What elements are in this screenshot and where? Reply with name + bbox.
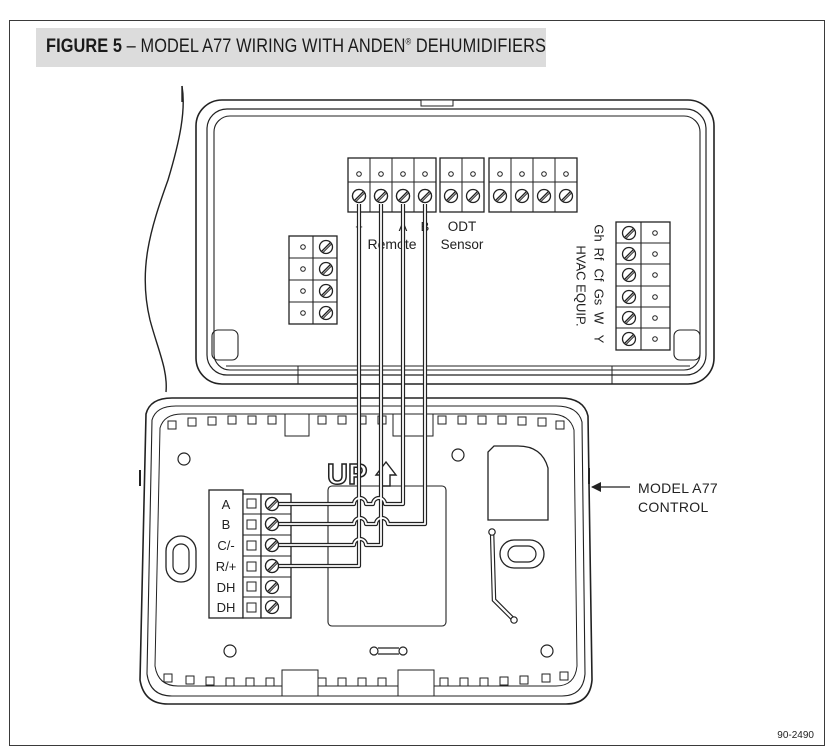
figure-frame [9, 20, 825, 746]
hvac-terminal-w: W [592, 312, 607, 325]
hvac-terminal-gs: Gs [592, 289, 607, 306]
control-callout [591, 482, 630, 492]
odt-label: ODT [448, 219, 477, 234]
control-terminal-c: C/- [217, 538, 234, 553]
up-arrow-icon [374, 460, 398, 487]
control-terminal-strip [208, 489, 292, 619]
up-label: UP [327, 459, 367, 491]
registered-mark: ® [405, 36, 412, 47]
control-terminal-b: B [222, 517, 231, 532]
control-terminal-a: A [222, 497, 231, 512]
figure-title-banner [36, 28, 546, 67]
callout-model-a77: MODEL A77 [638, 480, 718, 496]
figure-title: FIGURE 5 – MODEL A77 WIRING WITH ANDEN® … [46, 36, 546, 58]
hvac-terminal-cf: Cf [592, 269, 607, 282]
left-terminal-block [288, 235, 338, 325]
odt-terminal-block [439, 157, 485, 213]
wiring [272, 204, 428, 569]
control-terminal-dh2: DH [217, 600, 236, 615]
remote-terminal-block [347, 157, 437, 213]
figure-title-suffix: DEHUMIDIFIERS [411, 36, 546, 57]
hvac-equip-label: HVAC EQUIP. [574, 245, 589, 326]
figure-title-text: MODEL A77 WIRING WITH ANDEN [140, 36, 406, 57]
sensor-label: Sensor [441, 237, 484, 252]
document-number: 90-2490 [777, 730, 814, 741]
figure-label: FIGURE 5 [46, 36, 123, 57]
hvac-terminal-rf: Rf [592, 248, 607, 261]
control-terminal-r: R/+ [216, 559, 237, 574]
control-backplate [139, 397, 593, 705]
callout-control: CONTROL [638, 499, 709, 515]
remote-label: Remote [367, 236, 416, 252]
hvac-terminal-gh: Gh [592, 224, 607, 241]
title-separator: – [122, 36, 141, 57]
hvac-terminal-block [615, 221, 671, 351]
control-terminal-dh1: DH [217, 580, 236, 595]
cover-edge [144, 85, 184, 393]
aux-terminal-block [488, 157, 578, 213]
hvac-terminal-y: Y [592, 335, 607, 344]
callout-arrow-icon [591, 482, 601, 492]
